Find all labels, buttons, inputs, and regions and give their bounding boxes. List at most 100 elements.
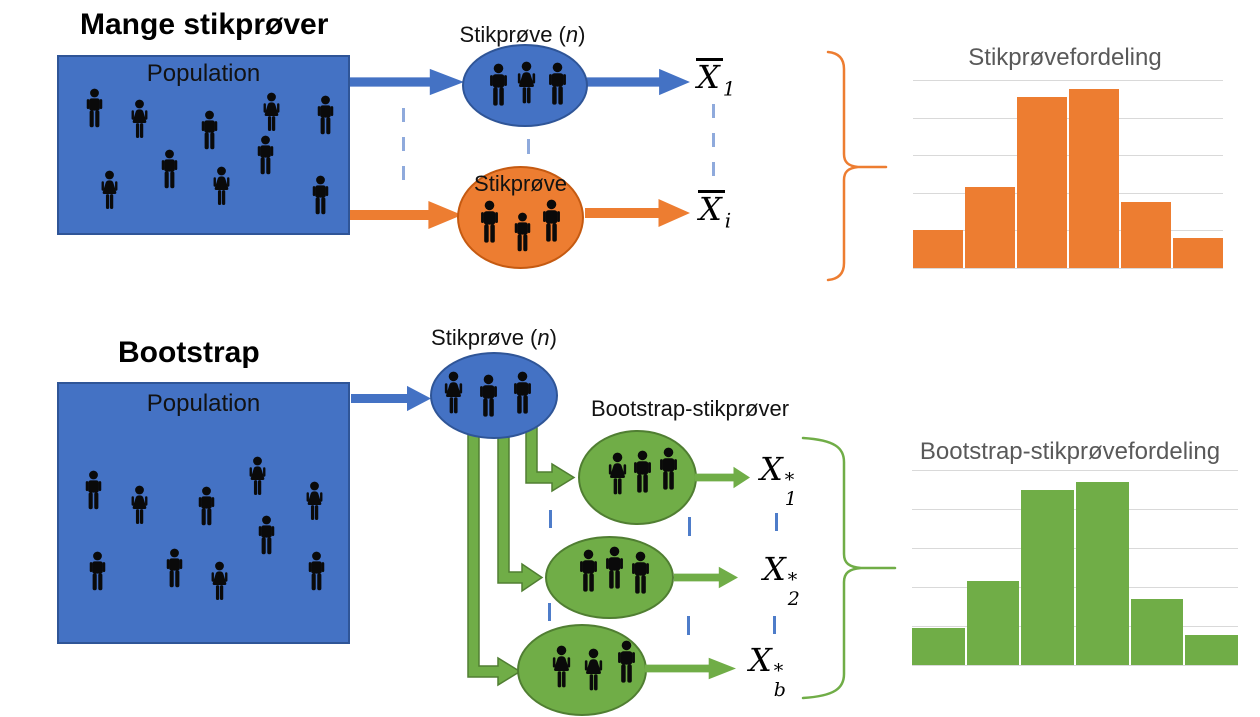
man-icon: [258, 515, 275, 555]
woman-icon: [263, 92, 280, 132]
woman-icon: [101, 170, 118, 210]
section-title-many-samples: Mange stikprøver: [80, 8, 329, 41]
arrow-right-icon: [585, 199, 690, 227]
woman-icon: [249, 456, 266, 496]
woman-icon: [608, 452, 627, 495]
woman-icon: [131, 99, 148, 139]
histogram-bar: [966, 581, 1020, 665]
man-icon: [257, 135, 274, 175]
gridline: [913, 268, 1223, 269]
population-box-top: [57, 55, 350, 235]
statistic-label-xb-star: X*b: [749, 641, 786, 701]
histogram-bar: [1173, 237, 1223, 268]
curly-brace-icon: [801, 436, 897, 700]
dashed-connector: [527, 139, 530, 154]
man-icon: [660, 447, 677, 490]
man-icon: [543, 199, 560, 242]
gridline: [912, 509, 1238, 510]
man-icon: [632, 551, 649, 594]
man-icon: [514, 212, 531, 252]
dashed-connector: [548, 603, 551, 621]
gridline: [913, 117, 1223, 119]
sample-ellipse-blue-top: [462, 44, 588, 127]
woman-icon: [584, 648, 603, 691]
man-icon: [634, 450, 651, 493]
gridline: [913, 192, 1223, 194]
dashed-connector: [773, 616, 776, 634]
histogram-bar: [965, 187, 1015, 268]
histogram-bar: [1021, 489, 1075, 665]
dashed-connector: [775, 513, 778, 531]
dashed-connector: [688, 517, 691, 536]
arrow-right-icon: [674, 566, 738, 589]
woman-icon: [552, 645, 571, 688]
man-icon: [514, 371, 531, 414]
man-icon: [317, 95, 334, 135]
curly-brace-icon: [826, 50, 888, 282]
man-icon: [312, 175, 329, 215]
section-title-bootstrap: Bootstrap: [118, 336, 260, 369]
chart-title-bootstrap-distribution: Bootstrap-stikprøvefordeling: [919, 438, 1221, 465]
statistic-label-x2-star: X*2: [763, 550, 800, 610]
population-label-bottom: Population: [146, 390, 261, 417]
dashed-connector: [402, 108, 405, 184]
arrow-right-icon: [645, 657, 736, 680]
man-icon: [480, 374, 497, 417]
arrow-right-icon: [350, 68, 464, 96]
dashed-connector: [687, 616, 690, 635]
population-label-top: Population: [146, 60, 261, 87]
man-icon: [308, 551, 325, 591]
woman-icon: [306, 481, 323, 521]
gridline: [912, 548, 1238, 549]
dashed-connector: [712, 104, 715, 182]
histogram-bar: [1185, 634, 1239, 665]
histogram-bar: [1069, 89, 1119, 268]
gridline: [912, 587, 1238, 588]
man-icon: [490, 63, 507, 106]
gridline: [912, 665, 1238, 666]
histogram-bar: [1017, 96, 1067, 268]
man-icon: [198, 486, 215, 526]
histogram-bar: [1130, 598, 1184, 665]
arrow-right-icon: [350, 201, 462, 229]
elbow-arrows-bootstrap: [467, 419, 576, 687]
bootstrap-distribution-histogram: [912, 470, 1239, 666]
gridline: [913, 230, 1223, 232]
woman-icon: [213, 166, 230, 206]
histogram-bar: [913, 230, 963, 268]
statistic-label-x1-star: X*1: [760, 450, 797, 510]
gridline: [912, 626, 1238, 627]
man-icon: [618, 640, 635, 683]
man-icon: [89, 551, 106, 591]
man-icon: [161, 149, 178, 189]
sampling-distribution-histogram: [913, 80, 1223, 269]
dashed-connector: [549, 510, 552, 528]
man-icon: [481, 200, 498, 243]
bootstrap-samples-label: Bootstrap-stikprøver: [590, 396, 790, 421]
woman-icon: [131, 485, 148, 525]
man-icon: [580, 549, 597, 592]
gridline: [912, 470, 1238, 471]
gridline: [913, 80, 1223, 81]
arrow-right-icon: [695, 466, 750, 489]
sample-n-label-top: Stikprøve (n): [459, 22, 586, 47]
man-icon: [606, 546, 623, 589]
woman-icon: [444, 371, 463, 414]
histogram-bar: [912, 627, 965, 665]
woman-icon: [517, 61, 536, 104]
histogram-bar: [1076, 481, 1129, 665]
man-icon: [85, 470, 102, 510]
sample-n-label-bottom: Stikprøve (n): [431, 325, 557, 350]
gridline: [913, 155, 1223, 157]
arrow-right-icon: [587, 68, 690, 96]
histogram-bar: [1121, 202, 1171, 268]
sample-label-orange: Stikprøve: [474, 171, 567, 196]
woman-icon: [211, 561, 228, 601]
man-icon: [201, 110, 218, 150]
man-icon: [166, 548, 183, 588]
man-icon: [86, 88, 103, 128]
chart-title-sampling-distribution: Stikprøvefordeling: [968, 44, 1162, 71]
